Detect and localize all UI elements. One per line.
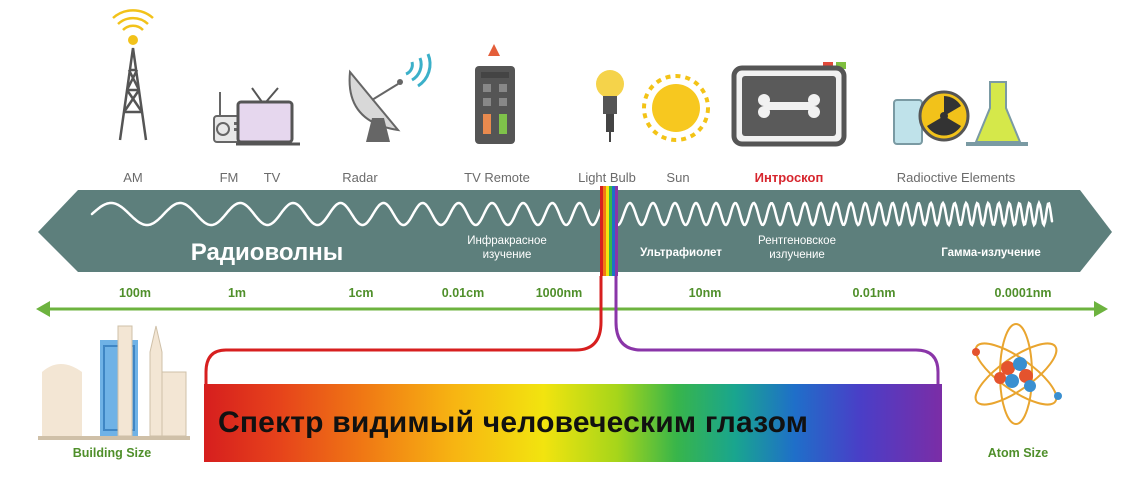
- atom-icon: [972, 323, 1062, 425]
- scale-label-1000nm: 1000nm: [535, 286, 583, 300]
- band-label-gamma: Гамма-излучение: [941, 247, 1041, 259]
- label-introscope: Интроскоп: [754, 170, 824, 185]
- label-light-bulb: Light Bulb: [578, 170, 636, 185]
- band-label-infrared-line2: изучение: [482, 249, 532, 262]
- band-label-radio: Радиоволны: [190, 239, 344, 266]
- label-radioactive-elements: Radioctive Elements: [896, 170, 1016, 185]
- visible-spectrum-stripes: [600, 186, 618, 276]
- radio-tower-icon: [112, 9, 154, 141]
- tv-icon: [236, 87, 300, 146]
- radioactive-flask-icon: [893, 81, 1028, 146]
- atom-size-label: Atom Size: [987, 446, 1049, 460]
- label-radar: Radar: [342, 170, 378, 185]
- label-tv-remote: TV Remote: [464, 170, 530, 185]
- label-am: AM: [123, 170, 143, 185]
- buildings-icon: [38, 325, 190, 440]
- scale-label-1cm: 1cm: [348, 286, 374, 300]
- scale-label-10nm: 10nm: [688, 286, 722, 300]
- scale-axis: [36, 301, 1108, 317]
- violet-connector-line: [614, 276, 940, 384]
- scale-label-0-01cm: 0.01cm: [441, 286, 485, 300]
- label-sun: Sun: [666, 170, 690, 185]
- wave-line: [90, 199, 1054, 228]
- radar-dish-icon: [348, 53, 432, 142]
- band-label-ultraviolet: Ультрафиолет: [640, 247, 722, 259]
- visible-spectrum-title: Спектр видимый человеческим глазом: [218, 406, 809, 439]
- sun-icon: [642, 74, 710, 142]
- red-connector-line: [204, 276, 603, 384]
- building-size-label: Building Size: [72, 446, 152, 460]
- scale-label-100m: 100m: [119, 286, 151, 300]
- remote-control-icon: [475, 44, 515, 144]
- light-bulb-icon: [596, 70, 624, 142]
- xray-bone-icon: [731, 62, 847, 147]
- label-tv: TV: [263, 170, 281, 185]
- scale-label-0-01nm: 0.01nm: [852, 286, 896, 300]
- band-label-xray-line2: излучение: [769, 249, 825, 262]
- label-fm: FM: [219, 170, 239, 185]
- band-label-xray: Рентгеновское излучение: [758, 234, 836, 263]
- scale-label-1m: 1m: [227, 286, 247, 300]
- scale-label-0-0001nm: 0.0001nm: [994, 286, 1052, 300]
- wave-band: [38, 190, 1112, 272]
- band-label-infrared-line1: Инфракрасное: [467, 235, 547, 247]
- band-label-xray-line1: Рентгеновское: [758, 235, 836, 247]
- band-label-infrared: Инфракрасное изучение: [467, 234, 547, 263]
- visible-spectrum-bar: [204, 384, 942, 462]
